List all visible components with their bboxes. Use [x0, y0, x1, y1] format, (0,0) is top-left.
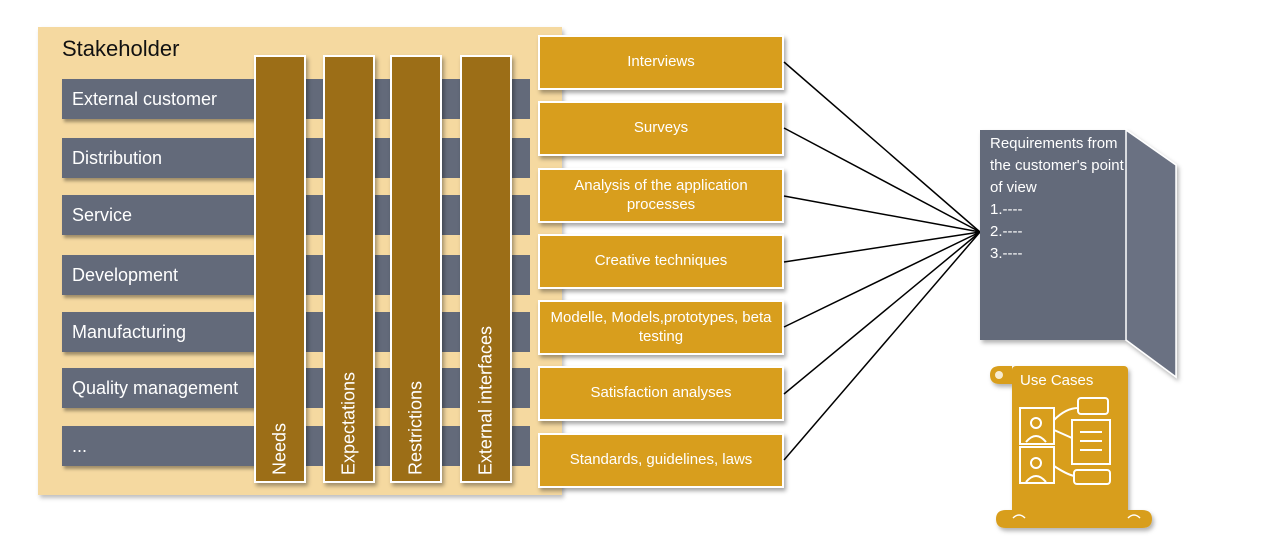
- method-box: Standards, guidelines, laws: [538, 433, 784, 488]
- method-box: Satisfaction analyses: [538, 366, 784, 421]
- connector-line: [783, 195, 981, 233]
- requirements-document-shape: [980, 128, 1177, 379]
- method-box: Interviews: [538, 35, 784, 90]
- column-needs: Needs: [254, 55, 306, 483]
- stakeholder-row: External customer: [62, 79, 258, 119]
- column-expectations: Expectations: [323, 55, 375, 483]
- column-external-interfaces: External interfaces: [460, 55, 512, 483]
- method-box: Analysis of the application processes: [538, 168, 784, 223]
- stakeholder-row: ...: [62, 426, 258, 466]
- stakeholder-row: Quality management: [62, 368, 258, 408]
- stakeholder-row: Development: [62, 255, 258, 295]
- method-box: Modelle, Models,prototypes, beta testing: [538, 300, 784, 355]
- connector-line: [783, 231, 981, 263]
- connector-line: [783, 61, 981, 233]
- connector-line: [783, 127, 981, 233]
- method-box: Creative techniques: [538, 234, 784, 289]
- method-box: Surveys: [538, 101, 784, 156]
- connector-line: [783, 231, 981, 461]
- column-restrictions: Restrictions: [390, 55, 442, 483]
- requirement-item: 1.----: [990, 201, 1023, 218]
- use-case-illustration: [1019, 397, 1111, 485]
- requirement-item: 3.----: [990, 245, 1023, 262]
- requirements-document: Requirements from the customer's point o…: [990, 133, 1130, 265]
- stakeholder-row: Distribution: [62, 138, 258, 178]
- use-cases-title: Use Cases: [1020, 372, 1094, 389]
- requirements-title: Requirements from the customer's point o…: [990, 135, 1124, 196]
- stakeholder-row: Service: [62, 195, 258, 235]
- stakeholder-row: Manufacturing: [62, 312, 258, 352]
- connector-lines: [783, 61, 981, 461]
- requirement-item: 2.----: [990, 223, 1023, 240]
- stakeholder-title: Stakeholder: [62, 36, 180, 61]
- connector-line: [783, 231, 981, 395]
- connector-line: [783, 231, 981, 328]
